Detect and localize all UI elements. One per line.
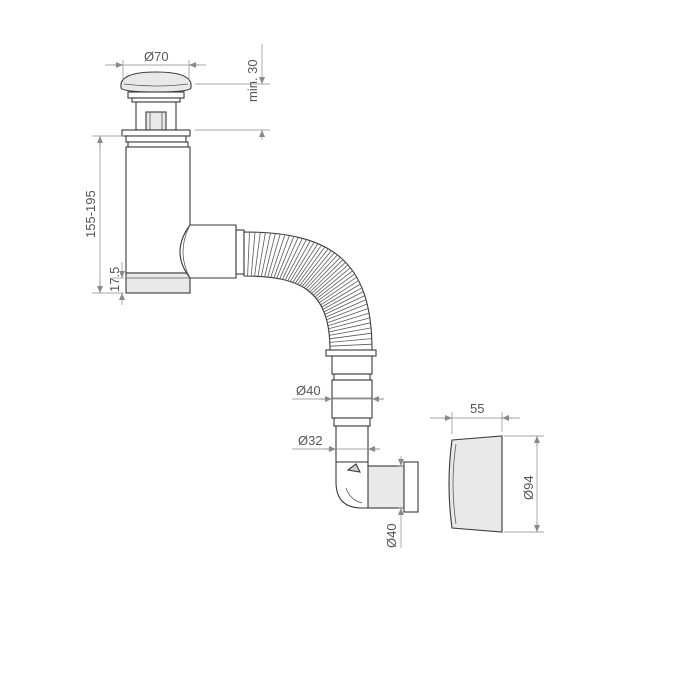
hose-rib: [317, 273, 355, 302]
hose-rib: [326, 303, 368, 321]
dim-hose-diameter: Ø40: [292, 383, 384, 402]
hose-rib: [313, 264, 349, 296]
wall-elbow: [335, 461, 419, 513]
outlet-diameter-label: Ø40: [384, 523, 399, 548]
popup-cap: [120, 71, 192, 103]
hose-rib: [324, 295, 365, 315]
corrugated-hose: [243, 231, 377, 375]
hose-rib: [250, 232, 256, 277]
hose-rib: [254, 232, 261, 277]
hose-rib: [284, 239, 307, 281]
hose-rib: [325, 299, 367, 318]
cap-diameter-label: Ø70: [144, 49, 169, 64]
cover-diameter-label: Ø94: [521, 475, 536, 500]
dim-pipe-diameter: Ø32: [292, 433, 380, 452]
hose-rib: [329, 338, 372, 343]
dim-outlet-diameter: Ø40: [384, 456, 404, 548]
hose-rib: [287, 240, 311, 281]
hose-rib: [257, 232, 266, 277]
hose-rib: [327, 308, 369, 324]
hose-rib: [329, 343, 372, 347]
hose-rib: [323, 291, 364, 313]
dim-cover-depth: 55: [430, 401, 520, 434]
dim-body-height: 155-195: [83, 135, 124, 294]
hose-rib: [270, 234, 286, 278]
hose-rib: [294, 244, 322, 284]
hose-rib: [247, 231, 250, 277]
dim-cap-height: min. 30: [195, 44, 270, 140]
siphon-body: [125, 141, 191, 294]
hose-rib: [328, 322, 371, 333]
dim-cover-diameter: Ø94: [504, 435, 544, 533]
hose-rib: [282, 238, 303, 280]
dim-bottom-offset: 17.5: [107, 262, 125, 305]
body-height-label: 155-195: [83, 190, 98, 238]
hose-rib: [329, 327, 372, 336]
hose-rib: [305, 254, 338, 290]
hose-rib: [320, 280, 359, 306]
hose-rib: [311, 262, 346, 294]
hose-rib: [316, 270, 353, 300]
wall-cover: [448, 435, 503, 533]
hose-rib: [264, 233, 276, 277]
hose-rib: [299, 248, 329, 286]
hose-rib: [303, 252, 335, 289]
hose-rib: [328, 317, 371, 330]
hose-rib: [329, 332, 372, 340]
hose-rib: [292, 243, 319, 283]
flange: [121, 129, 191, 143]
hose-rib: [309, 259, 344, 293]
pipe-diameter-label: Ø32: [298, 433, 323, 448]
hose-diameter-label: Ø40: [296, 383, 321, 398]
hose-rib: [276, 236, 295, 279]
valve-stem: [135, 101, 177, 131]
arrow-marker-icon: [346, 463, 361, 473]
hose-rib: [322, 287, 363, 310]
hose-rib: [289, 241, 315, 282]
side-outlet: [179, 224, 245, 279]
cover-depth-label: 55: [470, 401, 484, 416]
hose-rib: [307, 257, 341, 291]
hose-rib: [260, 232, 271, 277]
hose-rib: [321, 283, 361, 308]
hose-rib: [297, 246, 326, 285]
hose-rib: [301, 250, 332, 287]
hose-rib: [314, 267, 351, 298]
hose-rib: [267, 233, 281, 278]
hose-rib: [279, 237, 299, 279]
hose-rib: [327, 312, 370, 327]
hose-rib: [319, 276, 357, 304]
dim-cap-diameter: Ø70: [105, 49, 206, 80]
hose-rib: [273, 235, 290, 278]
bottom-offset-label: 17.5: [107, 267, 122, 292]
cap-height-label: min. 30: [245, 59, 260, 102]
